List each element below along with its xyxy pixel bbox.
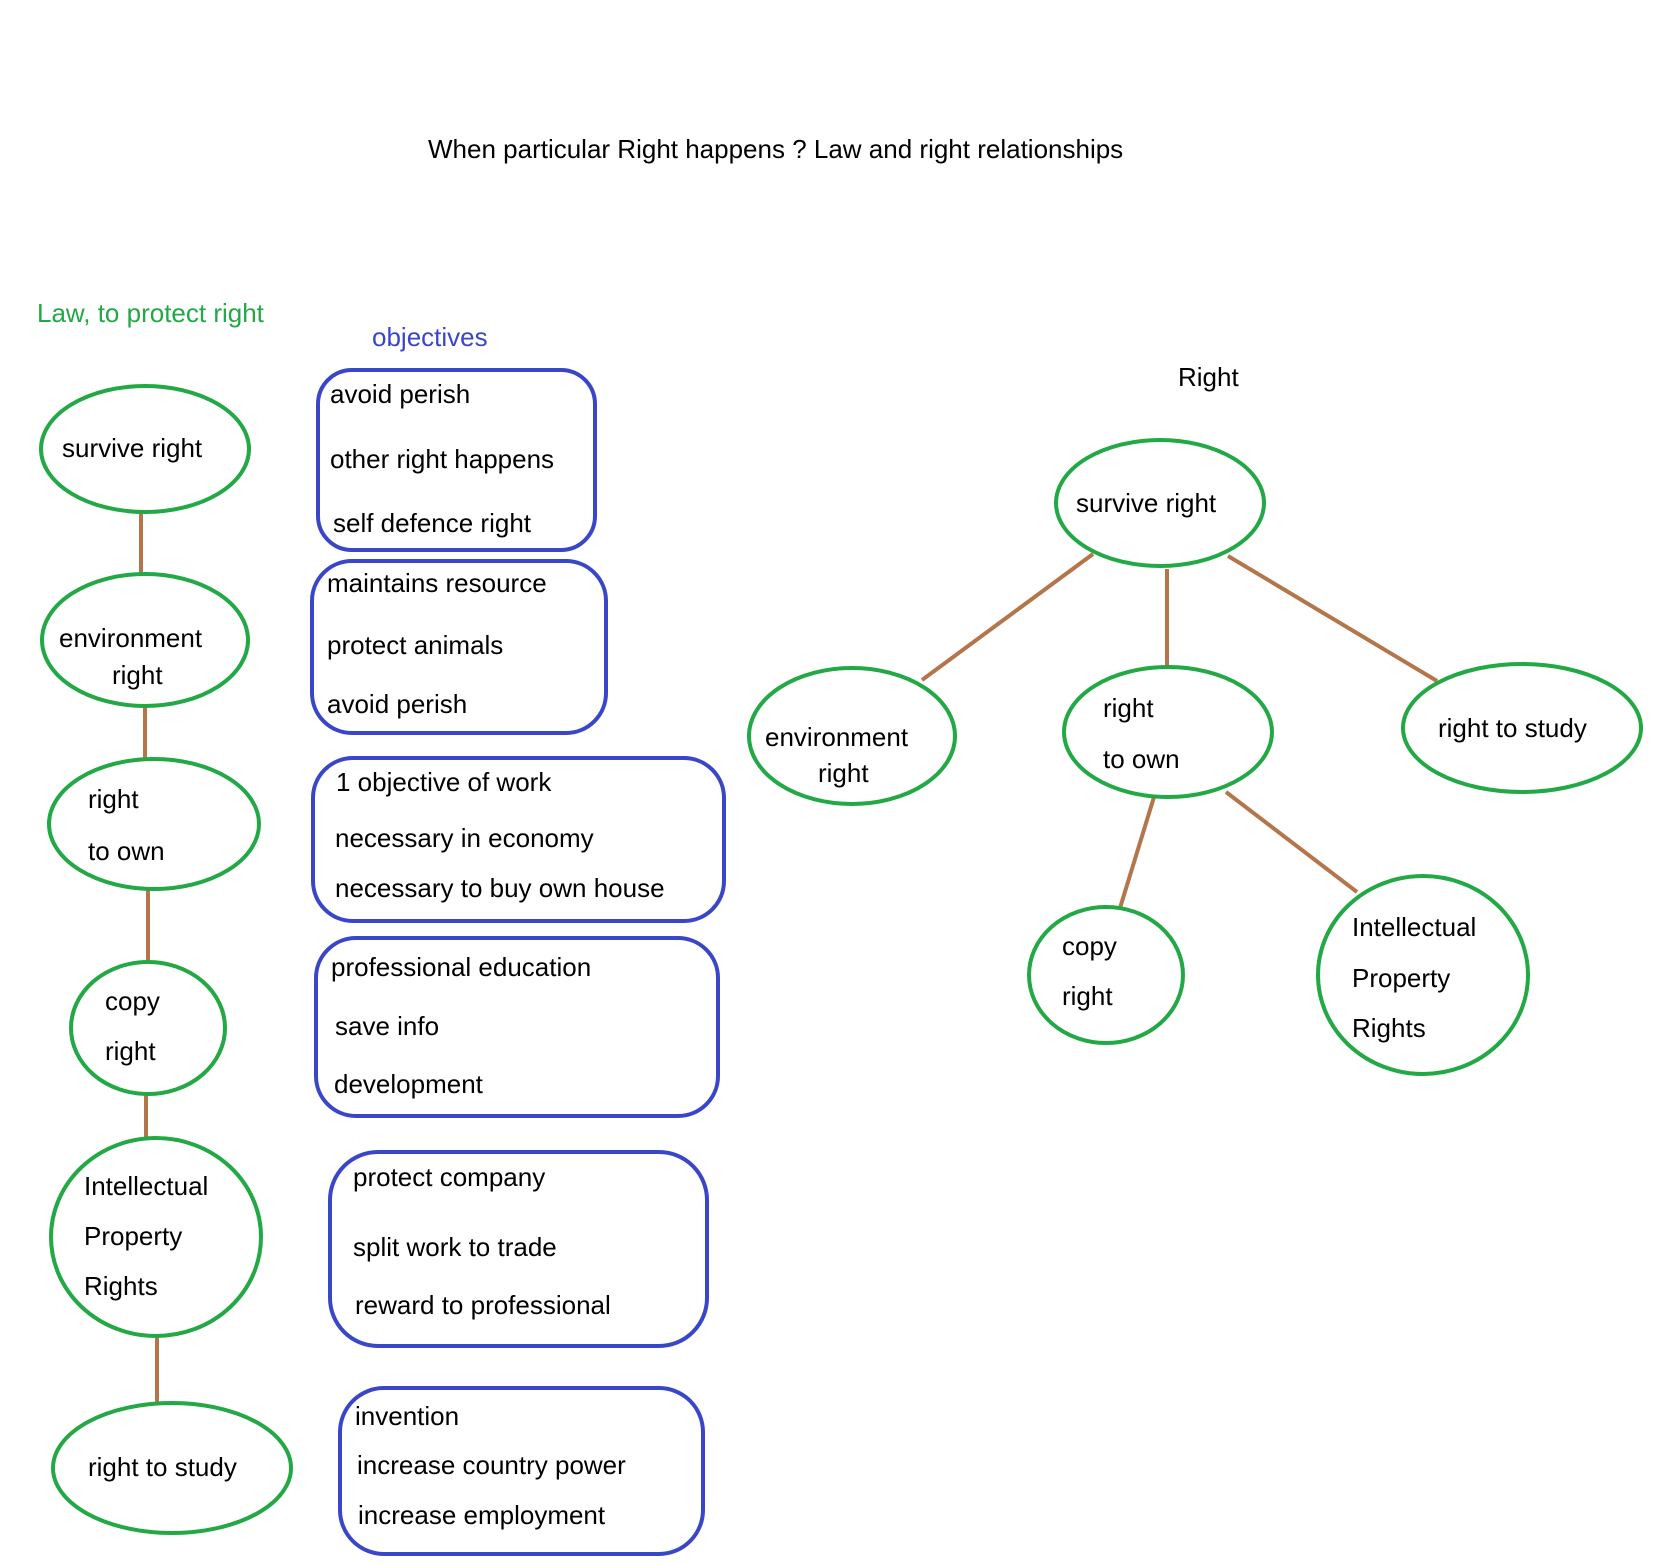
tree-node-survive-right: survive right bbox=[1054, 438, 1266, 568]
box-outline bbox=[311, 756, 726, 923]
node-label: to own bbox=[88, 836, 165, 866]
tree-edge-own-copy bbox=[1118, 796, 1156, 909]
node-label: right to study bbox=[88, 1452, 237, 1482]
diagram-title: When particular Right happens ? Law and … bbox=[428, 134, 1124, 164]
node-label: to own bbox=[1103, 744, 1180, 774]
node-label: right bbox=[1062, 981, 1113, 1011]
node-label: Rights bbox=[84, 1271, 158, 1301]
node-outline bbox=[1062, 665, 1274, 799]
objective-item: development bbox=[334, 1069, 484, 1099]
node-label: right bbox=[112, 660, 163, 690]
objective-item: 1 objective of work bbox=[336, 767, 552, 797]
node-label: environment bbox=[765, 722, 909, 752]
objective-box-copy: professional education save info develop… bbox=[314, 936, 720, 1118]
node-label: survive right bbox=[62, 433, 203, 463]
tree-node-copy-right: copy right bbox=[1027, 905, 1185, 1045]
chain-node-right-to-study: right to study bbox=[51, 1401, 293, 1535]
objective-item: professional education bbox=[331, 952, 591, 982]
node-label: right bbox=[105, 1036, 156, 1066]
tree-edge-own-ipr bbox=[1224, 790, 1359, 894]
node-outline bbox=[1316, 874, 1530, 1076]
node-outline bbox=[1054, 438, 1266, 568]
chain-node-survive-right: survive right bbox=[39, 384, 251, 514]
objective-item: necessary in economy bbox=[335, 823, 594, 853]
objective-item: increase employment bbox=[358, 1500, 606, 1530]
box-outline bbox=[328, 1150, 709, 1348]
objective-item: self defence right bbox=[333, 508, 532, 538]
node-outline bbox=[747, 666, 957, 806]
right-tree-heading: Right bbox=[1178, 362, 1239, 392]
objective-item: other right happens bbox=[330, 444, 554, 474]
objective-item: maintains resource bbox=[327, 568, 547, 598]
objective-item: reward to professional bbox=[355, 1290, 611, 1320]
node-label: Property bbox=[1352, 963, 1450, 993]
objective-item: save info bbox=[335, 1011, 439, 1041]
node-label: copy bbox=[1062, 931, 1117, 961]
chain-node-copy-right: copy right bbox=[69, 960, 227, 1096]
box-outline bbox=[310, 559, 608, 735]
objective-item: necessary to buy own house bbox=[335, 873, 665, 903]
tree-connectors bbox=[920, 552, 1439, 909]
tree-node-environment-right: environment right bbox=[747, 666, 957, 806]
node-outline bbox=[40, 572, 250, 708]
objective-box-survive: avoid perish other right happens self de… bbox=[316, 368, 597, 552]
tree-edge-survive-environment bbox=[920, 552, 1095, 682]
objectives-column-heading: objectives bbox=[372, 322, 488, 352]
objective-box-ipr: protect company split work to trade rewa… bbox=[328, 1150, 709, 1348]
objective-item: invention bbox=[355, 1401, 459, 1431]
node-label: environment bbox=[59, 623, 203, 653]
tree-edge-survive-study bbox=[1226, 554, 1439, 683]
node-label: Rights bbox=[1352, 1013, 1426, 1043]
node-label: right bbox=[88, 784, 139, 814]
box-outline bbox=[338, 1386, 705, 1556]
box-outline bbox=[314, 936, 720, 1118]
node-label: Property bbox=[84, 1221, 182, 1251]
objective-item: avoid perish bbox=[330, 379, 470, 409]
chain-node-intellectual-property-rights: Intellectual Property Rights bbox=[49, 1136, 263, 1338]
tree-node-right-to-study: right to study bbox=[1401, 662, 1643, 794]
chain-node-right-to-own: right to own bbox=[47, 757, 261, 891]
node-outline bbox=[49, 1136, 263, 1338]
node-outline bbox=[39, 384, 251, 514]
tree-node-right-to-own: right to own bbox=[1062, 665, 1274, 799]
objective-item: protect company bbox=[353, 1162, 545, 1192]
objective-box-environment: maintains resource protect animals avoid… bbox=[310, 559, 608, 735]
chain-connectors bbox=[139, 512, 159, 1403]
node-label: right bbox=[1103, 693, 1154, 723]
law-column-heading: Law, to protect right bbox=[37, 298, 264, 328]
objective-box-own: 1 objective of work necessary in economy… bbox=[311, 756, 726, 923]
node-outline bbox=[1401, 662, 1643, 794]
node-label: Intellectual bbox=[84, 1171, 208, 1201]
node-outline bbox=[69, 960, 227, 1096]
node-outline bbox=[51, 1401, 293, 1535]
node-label: right bbox=[818, 758, 869, 788]
tree-node-intellectual-property-rights: Intellectual Property Rights bbox=[1316, 874, 1530, 1076]
node-label: Intellectual bbox=[1352, 912, 1476, 942]
box-outline bbox=[316, 368, 597, 552]
node-label: survive right bbox=[1076, 488, 1217, 518]
node-outline bbox=[1027, 905, 1185, 1045]
objective-item: split work to trade bbox=[353, 1232, 557, 1262]
objective-box-study: invention increase country power increas… bbox=[338, 1386, 705, 1556]
objective-item: avoid perish bbox=[327, 689, 467, 719]
objective-item: increase country power bbox=[357, 1450, 626, 1480]
node-label: copy bbox=[105, 986, 160, 1016]
chain-node-environment-right: environment right bbox=[40, 572, 250, 708]
objective-item: protect animals bbox=[327, 630, 503, 660]
node-label: right to study bbox=[1438, 713, 1587, 743]
node-outline bbox=[47, 757, 261, 891]
